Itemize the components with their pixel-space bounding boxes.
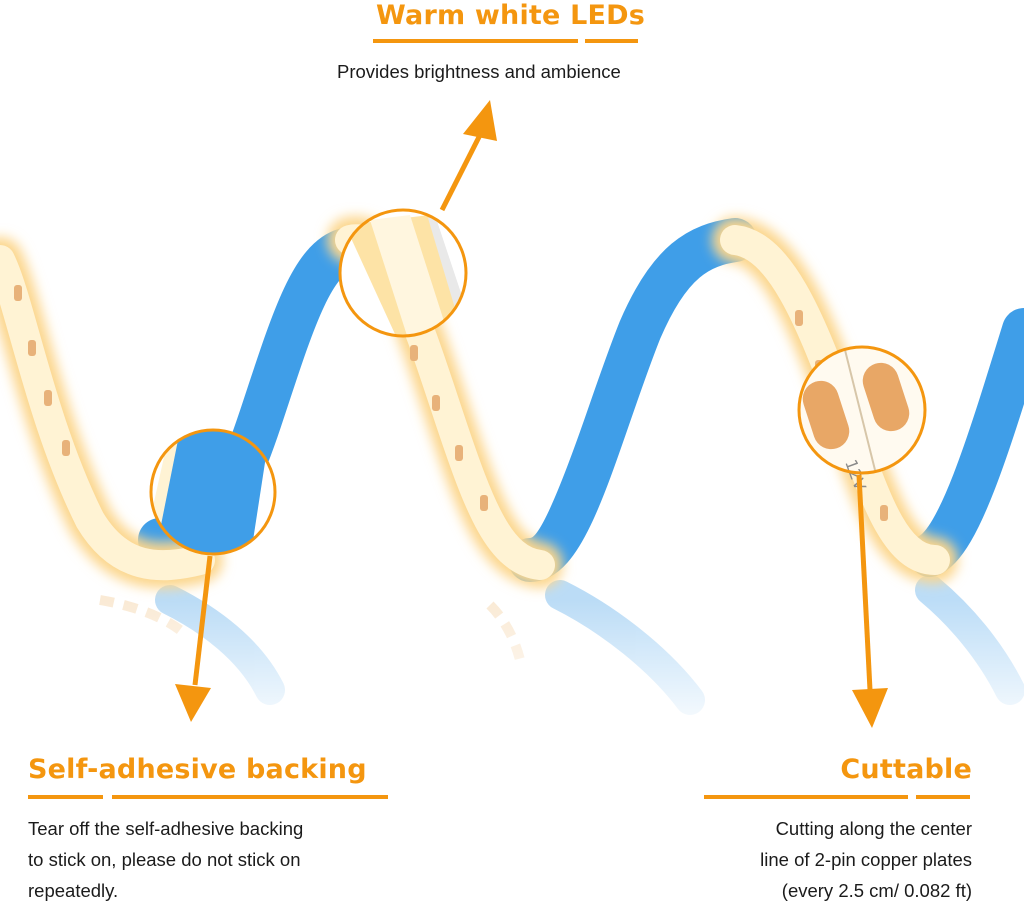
- cuttable-title-underline: [704, 795, 908, 799]
- backing-description-line-3: repeatedly.: [28, 880, 119, 901]
- backing-title-underline: [112, 795, 388, 799]
- leds-title: Warm white LEDs: [376, 0, 646, 31]
- arrow-to-cuttable: [852, 474, 888, 728]
- backing-title: Self-adhesive backing: [28, 754, 367, 785]
- backing-description-line-2: to stick on, please do not stick on: [28, 849, 301, 870]
- cuttable-title: Cuttable: [840, 754, 972, 785]
- led-magnifier: [338, 208, 468, 338]
- cuttable-title-underline-tail: [916, 795, 970, 799]
- cut-magnifier: 12V: [797, 345, 927, 493]
- arrow-to-backing: [175, 555, 213, 722]
- backing-description-line-1: Tear off the self-adhesive backing: [28, 818, 304, 839]
- leds-title-underline-tail: [585, 39, 638, 43]
- leds-description: Provides brightness and ambience: [337, 61, 621, 82]
- warm-led-band: [0, 216, 958, 589]
- backing-title-underline-head: [28, 795, 103, 799]
- cuttable-description-line-2: line of 2-pin copper plates: [760, 849, 972, 870]
- leds-title-underline: [373, 39, 578, 43]
- arrow-to-leds: [439, 100, 497, 212]
- backing-magnifier: [149, 428, 277, 556]
- cuttable-description-line-3: (every 2.5 cm/ 0.082 ft): [781, 880, 972, 901]
- cuttable-description-line-1: Cutting along the center: [775, 818, 972, 839]
